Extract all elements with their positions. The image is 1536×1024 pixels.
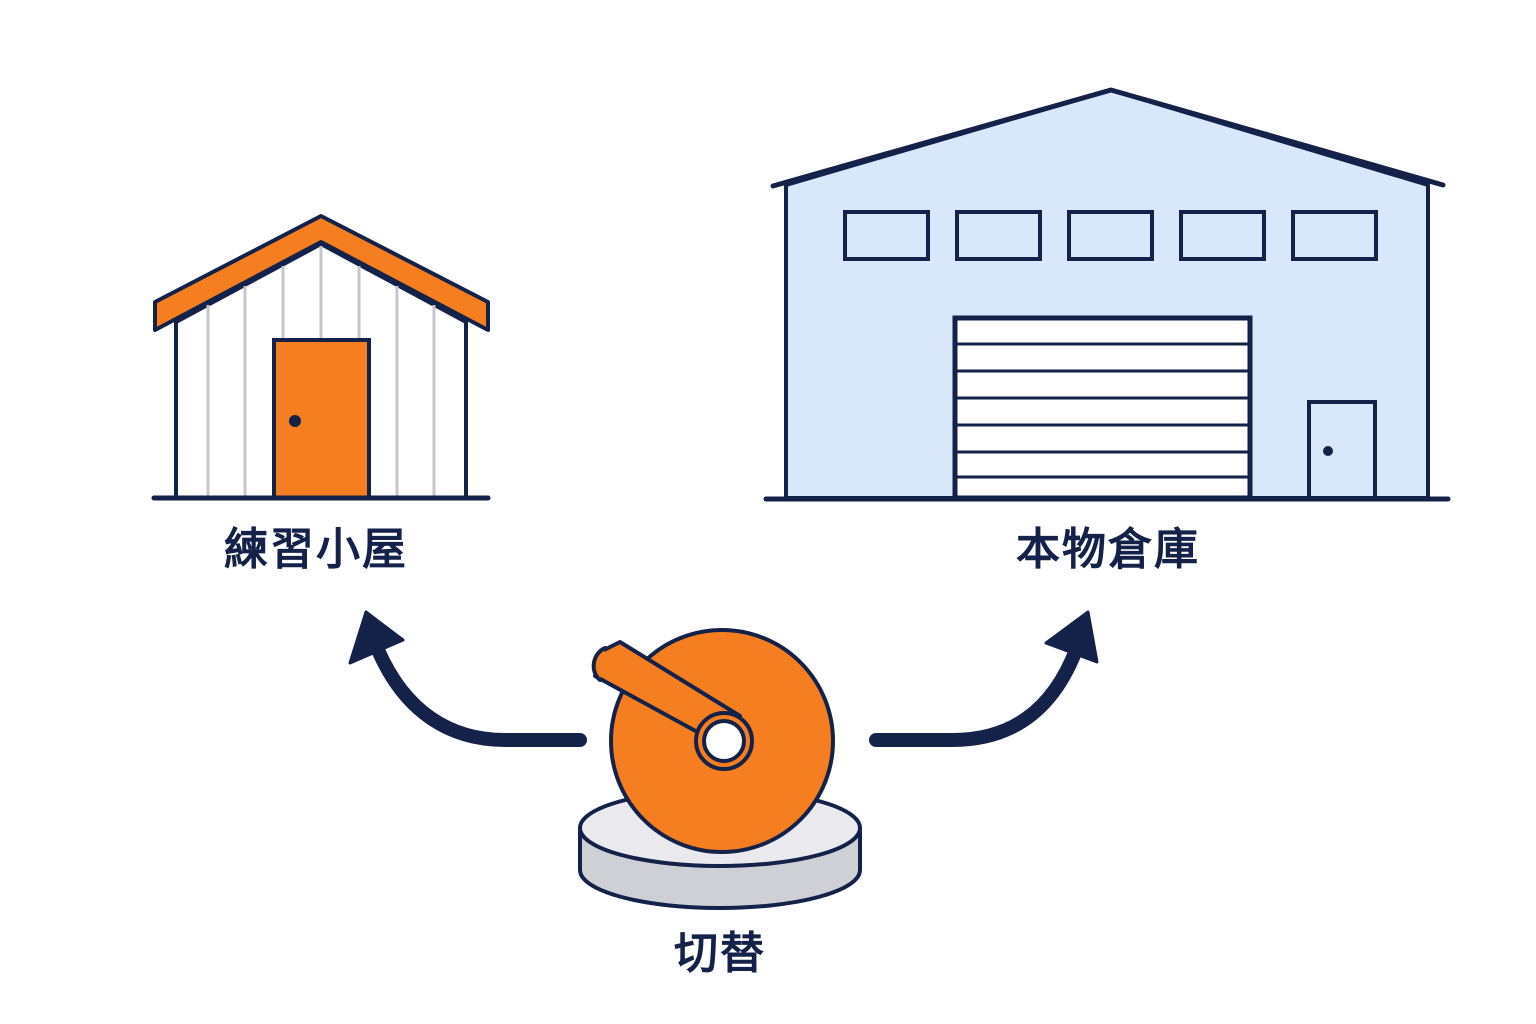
warehouse-roof [770,87,1446,189]
warehouse-window [1067,210,1154,261]
warehouse-windows [843,210,1378,261]
switch-pivot-hole [702,719,746,763]
arrow-curved-up-right-icon [869,610,1099,747]
warehouse-door-knob [1323,446,1333,456]
warehouse-shutter-slats [955,342,1250,479]
warehouse-side-door [1307,400,1377,500]
warehouse-window [1291,210,1378,261]
shed-roof [153,214,490,332]
warehouse-window [1179,210,1266,261]
arrow-curved-up-left-icon [348,610,587,747]
switch-label: 切替 [674,928,766,979]
lever-switch-icon [578,628,862,910]
shed-door [272,338,371,500]
warehouse-icon [763,87,1451,502]
practice-shed-label: 練習小屋 [224,524,408,575]
warehouse-shutter-door [952,315,1253,501]
shed-icon [151,214,491,501]
real-warehouse-label: 本物倉庫 [1016,524,1200,575]
warehouse-window [843,210,930,261]
warehouse-window [955,210,1042,261]
shed-door-knob [289,415,301,427]
